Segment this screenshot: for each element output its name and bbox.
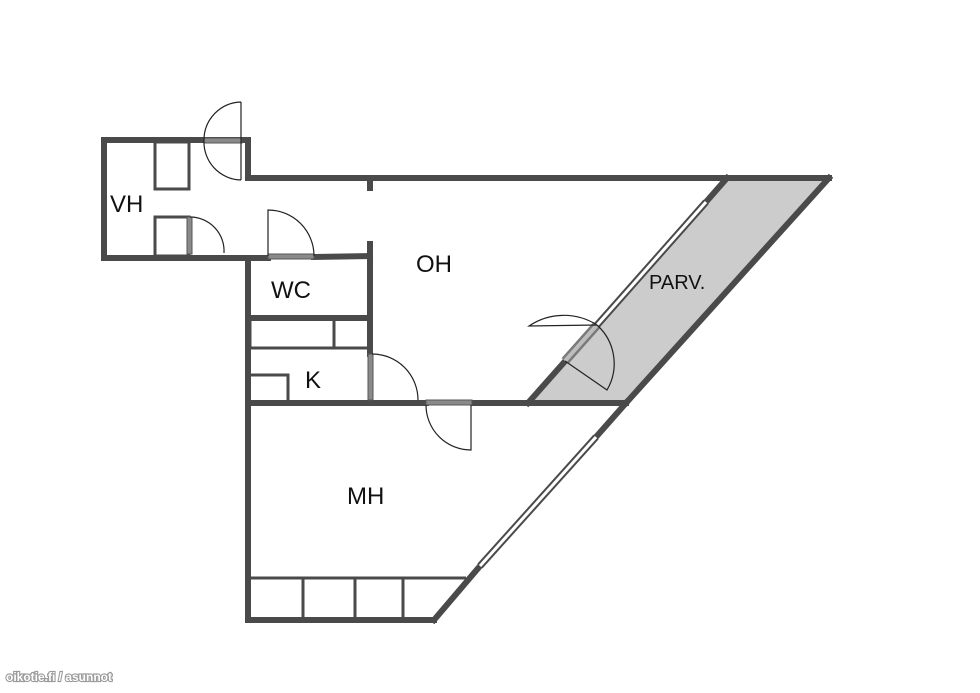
watermark: oikotie.fi / asunnot (6, 670, 112, 684)
fixtures (153, 140, 466, 618)
room-label-vh: VH (110, 191, 143, 218)
bedroom-door (425, 399, 473, 451)
kitchen-door (367, 353, 419, 401)
balcony-area (528, 178, 829, 403)
wardrobe (153, 215, 191, 258)
closet-door (186, 216, 225, 255)
room-label-wc: WC (271, 277, 311, 304)
balcony-door (526, 314, 615, 391)
room-label-parv: PARV. (649, 272, 705, 294)
room-label-oh: OH (416, 251, 452, 278)
doors (186, 101, 615, 451)
entrance-door (203, 101, 243, 181)
room-label-mh: MH (347, 483, 384, 510)
wc-door (267, 209, 315, 260)
room-label-k: K (305, 367, 321, 394)
wardrobe (153, 140, 191, 191)
outer-walls (101, 137, 834, 625)
